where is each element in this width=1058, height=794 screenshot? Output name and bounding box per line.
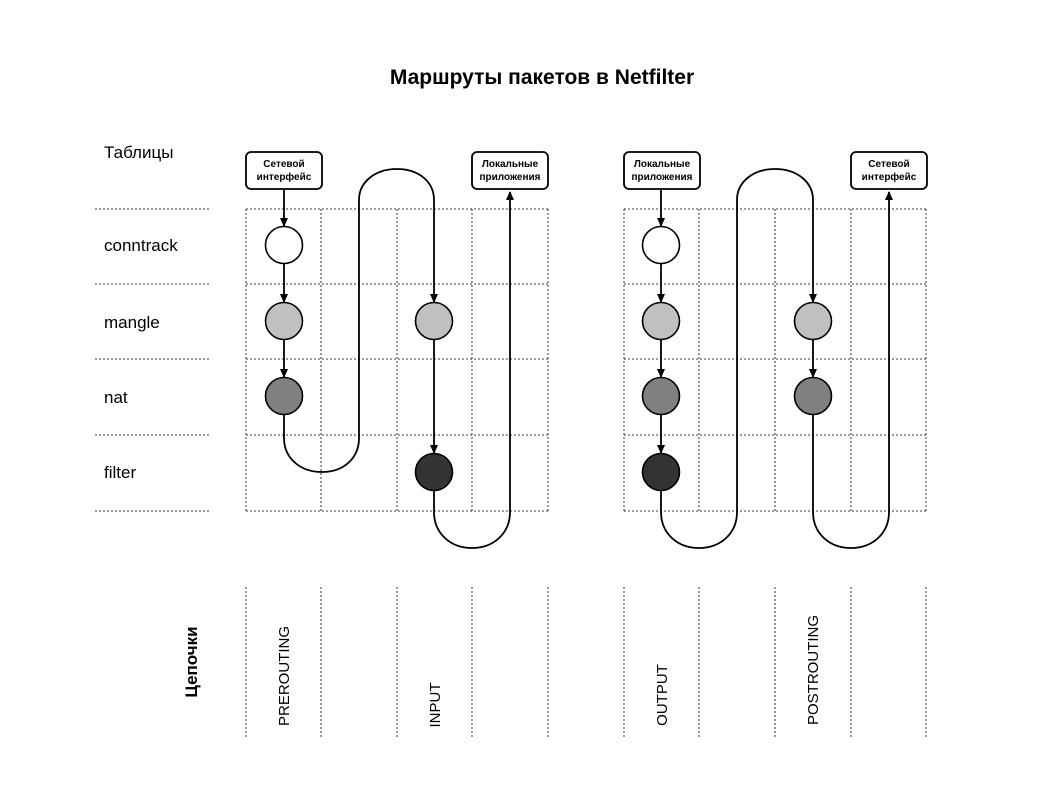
svg-text:интерфейс: интерфейс	[862, 171, 917, 183]
chains-header: Цепочки	[182, 626, 201, 697]
table-label-mangle: mangle	[104, 313, 160, 332]
svg-text:Локальные: Локальные	[482, 159, 539, 170]
nodes	[264, 225, 833, 492]
row-separators	[95, 208, 209, 512]
node-postrouting-mangle	[793, 301, 833, 341]
table-label-conntrack: conntrack	[104, 236, 178, 255]
node-output-mangle	[641, 301, 681, 341]
node-input-filter	[414, 452, 454, 492]
table-label-filter: filter	[104, 463, 136, 482]
chain-columns	[245, 587, 927, 738]
chain-label-prerouting: PREROUTING	[276, 626, 293, 726]
chain-label-postrouting: POSTROUTING	[805, 615, 822, 725]
network-interface-right-box: Сетевой интерфейс	[850, 151, 928, 190]
chain-label-input: INPUT	[427, 683, 444, 728]
svg-text:приложения: приложения	[631, 172, 692, 183]
network-interface-left-box: Сетевой интерфейс	[245, 151, 323, 190]
incoming-packet-path	[280, 168, 514, 549]
node-postrouting-nat	[793, 376, 833, 416]
outgoing-packet-path	[657, 168, 893, 549]
svg-text:Локальные: Локальные	[634, 159, 691, 170]
svg-text:Сетевой: Сетевой	[263, 159, 304, 170]
node-prerouting-nat	[264, 376, 304, 416]
local-apps-left-box: Локальные приложения	[471, 151, 549, 190]
local-apps-right-box: Локальные приложения	[623, 151, 701, 190]
svg-text:интерфейс: интерфейс	[257, 171, 312, 183]
node-output-nat	[641, 376, 681, 416]
node-output-filter	[641, 452, 681, 492]
node-output-conntrack	[641, 225, 681, 265]
node-input-mangle	[414, 301, 454, 341]
svg-text:Сетевой: Сетевой	[868, 159, 909, 170]
table-label-nat: nat	[104, 388, 128, 407]
svg-text:приложения: приложения	[479, 172, 540, 183]
diagram-title: Маршруты пакетов в Netfilter	[390, 66, 694, 89]
tables-header: Таблицы	[104, 143, 173, 162]
node-prerouting-mangle	[264, 301, 304, 341]
chain-label-output: OUTPUT	[654, 664, 671, 726]
node-prerouting-conntrack	[264, 225, 304, 265]
